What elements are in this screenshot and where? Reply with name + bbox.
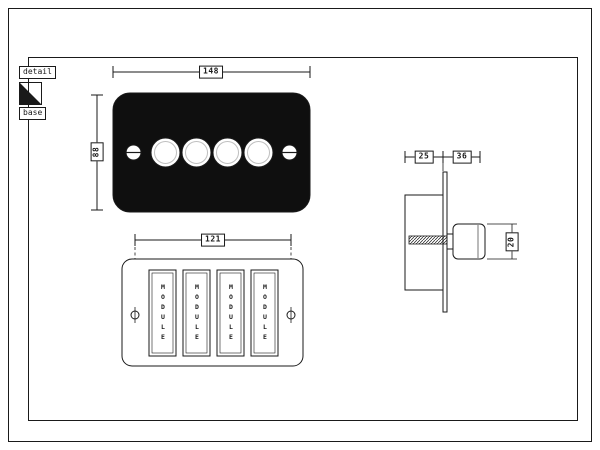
- screw-hole-right: [286, 307, 296, 323]
- knob-1: [150, 137, 181, 168]
- dimmer-knobs: [150, 137, 274, 168]
- outer-border: [8, 8, 592, 442]
- base-view: [121, 234, 304, 367]
- backplate: [121, 258, 304, 367]
- module-3-label: MODULE: [227, 283, 235, 343]
- knob-3: [212, 137, 243, 168]
- width-dimension-label: 148: [199, 65, 223, 79]
- threaded-shaft: [408, 235, 448, 245]
- module-1-label: MODULE: [159, 283, 167, 343]
- module-2: [182, 269, 211, 357]
- module-4-label: MODULE: [261, 283, 269, 343]
- box-depth-dimension-label: 25: [414, 150, 434, 164]
- knob-side: [446, 223, 486, 260]
- knob-projection-dimension-label: 36: [452, 150, 472, 164]
- side-dimension-line: [404, 151, 481, 163]
- inner-border: [28, 57, 578, 421]
- legend-detail-label: detail: [19, 66, 56, 79]
- module-4: [250, 269, 279, 357]
- side-view: [404, 151, 517, 313]
- legend-base-label: base: [19, 107, 47, 120]
- knob-height-dimension-label: 20: [505, 232, 519, 252]
- knob-2: [181, 137, 212, 168]
- screw-hole-left: [130, 307, 140, 323]
- height-dimension-label: 88: [90, 142, 104, 162]
- knob-4: [243, 137, 274, 168]
- screw-left: [125, 144, 142, 161]
- modules: [148, 269, 279, 357]
- fixing-dimension-label: 121: [201, 233, 225, 247]
- screw-right: [281, 144, 298, 161]
- module-1: [148, 269, 177, 357]
- module-3: [216, 269, 245, 357]
- legend-icon: [19, 82, 42, 105]
- front-view: [91, 66, 311, 213]
- module-2-label: MODULE: [193, 283, 201, 343]
